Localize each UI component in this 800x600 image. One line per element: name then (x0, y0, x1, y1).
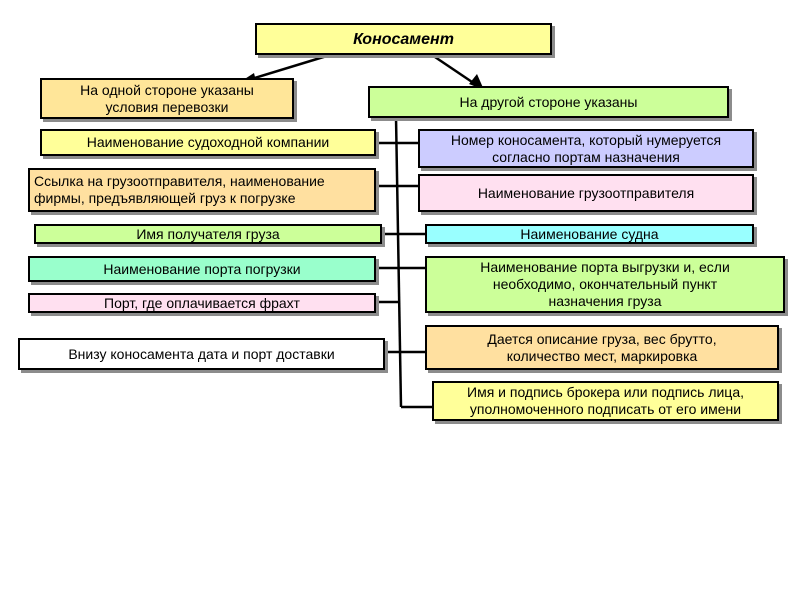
trunk-line (394, 116, 403, 408)
right-item-text: Имя и подпись брокера или подпись лица,у… (467, 384, 744, 417)
left-item-text: Ссылка на грузоотправителя, наименование… (34, 173, 325, 206)
right-item-4: Дается описание груза, вес брутто,количе… (425, 325, 779, 370)
left-item-text: Имя получателя груза (136, 225, 280, 242)
left-item-text: Порт, где оплачивается фрахт (104, 294, 300, 311)
left-item-5: Внизу коносамента дата и порт доставки (18, 338, 385, 370)
title-box: Коносамент (255, 23, 552, 55)
right-item-1: Наименование грузоотправителя (418, 174, 754, 212)
left-item-text: Наименование судоходной компании (86, 134, 330, 150)
left-item-text: Внизу коносамента дата и порт доставки (68, 345, 335, 362)
left-item-1: Ссылка на грузоотправителя, наименование… (28, 168, 376, 212)
left-item-3: Наименование порта погрузки (28, 256, 376, 282)
right-item-5: Имя и подпись брокера или подпись лица,у… (432, 381, 779, 421)
right-item-2: Наименование судна (425, 224, 754, 244)
arrow-to-left-header (247, 53, 331, 82)
right-item-text: Наименование грузоотправителя (477, 184, 695, 201)
left-item-2: Имя получателя груза (34, 224, 382, 244)
title-text: Коносамент (353, 30, 454, 48)
left-item-text: Наименование порта погрузки (103, 260, 301, 277)
right-header-box: На другой стороне указаны (368, 86, 729, 118)
left-item-0: Наименование судоходной компании (40, 129, 376, 156)
arrow-to-right-header (431, 53, 479, 88)
right-item-text: Дается описание груза, вес брутто,количе… (487, 330, 717, 364)
left-item-4: Порт, где оплачивается фрахт (28, 293, 376, 313)
right-header-text: На другой стороне указаны (459, 93, 638, 110)
right-item-text: Наименование судна (520, 225, 659, 242)
